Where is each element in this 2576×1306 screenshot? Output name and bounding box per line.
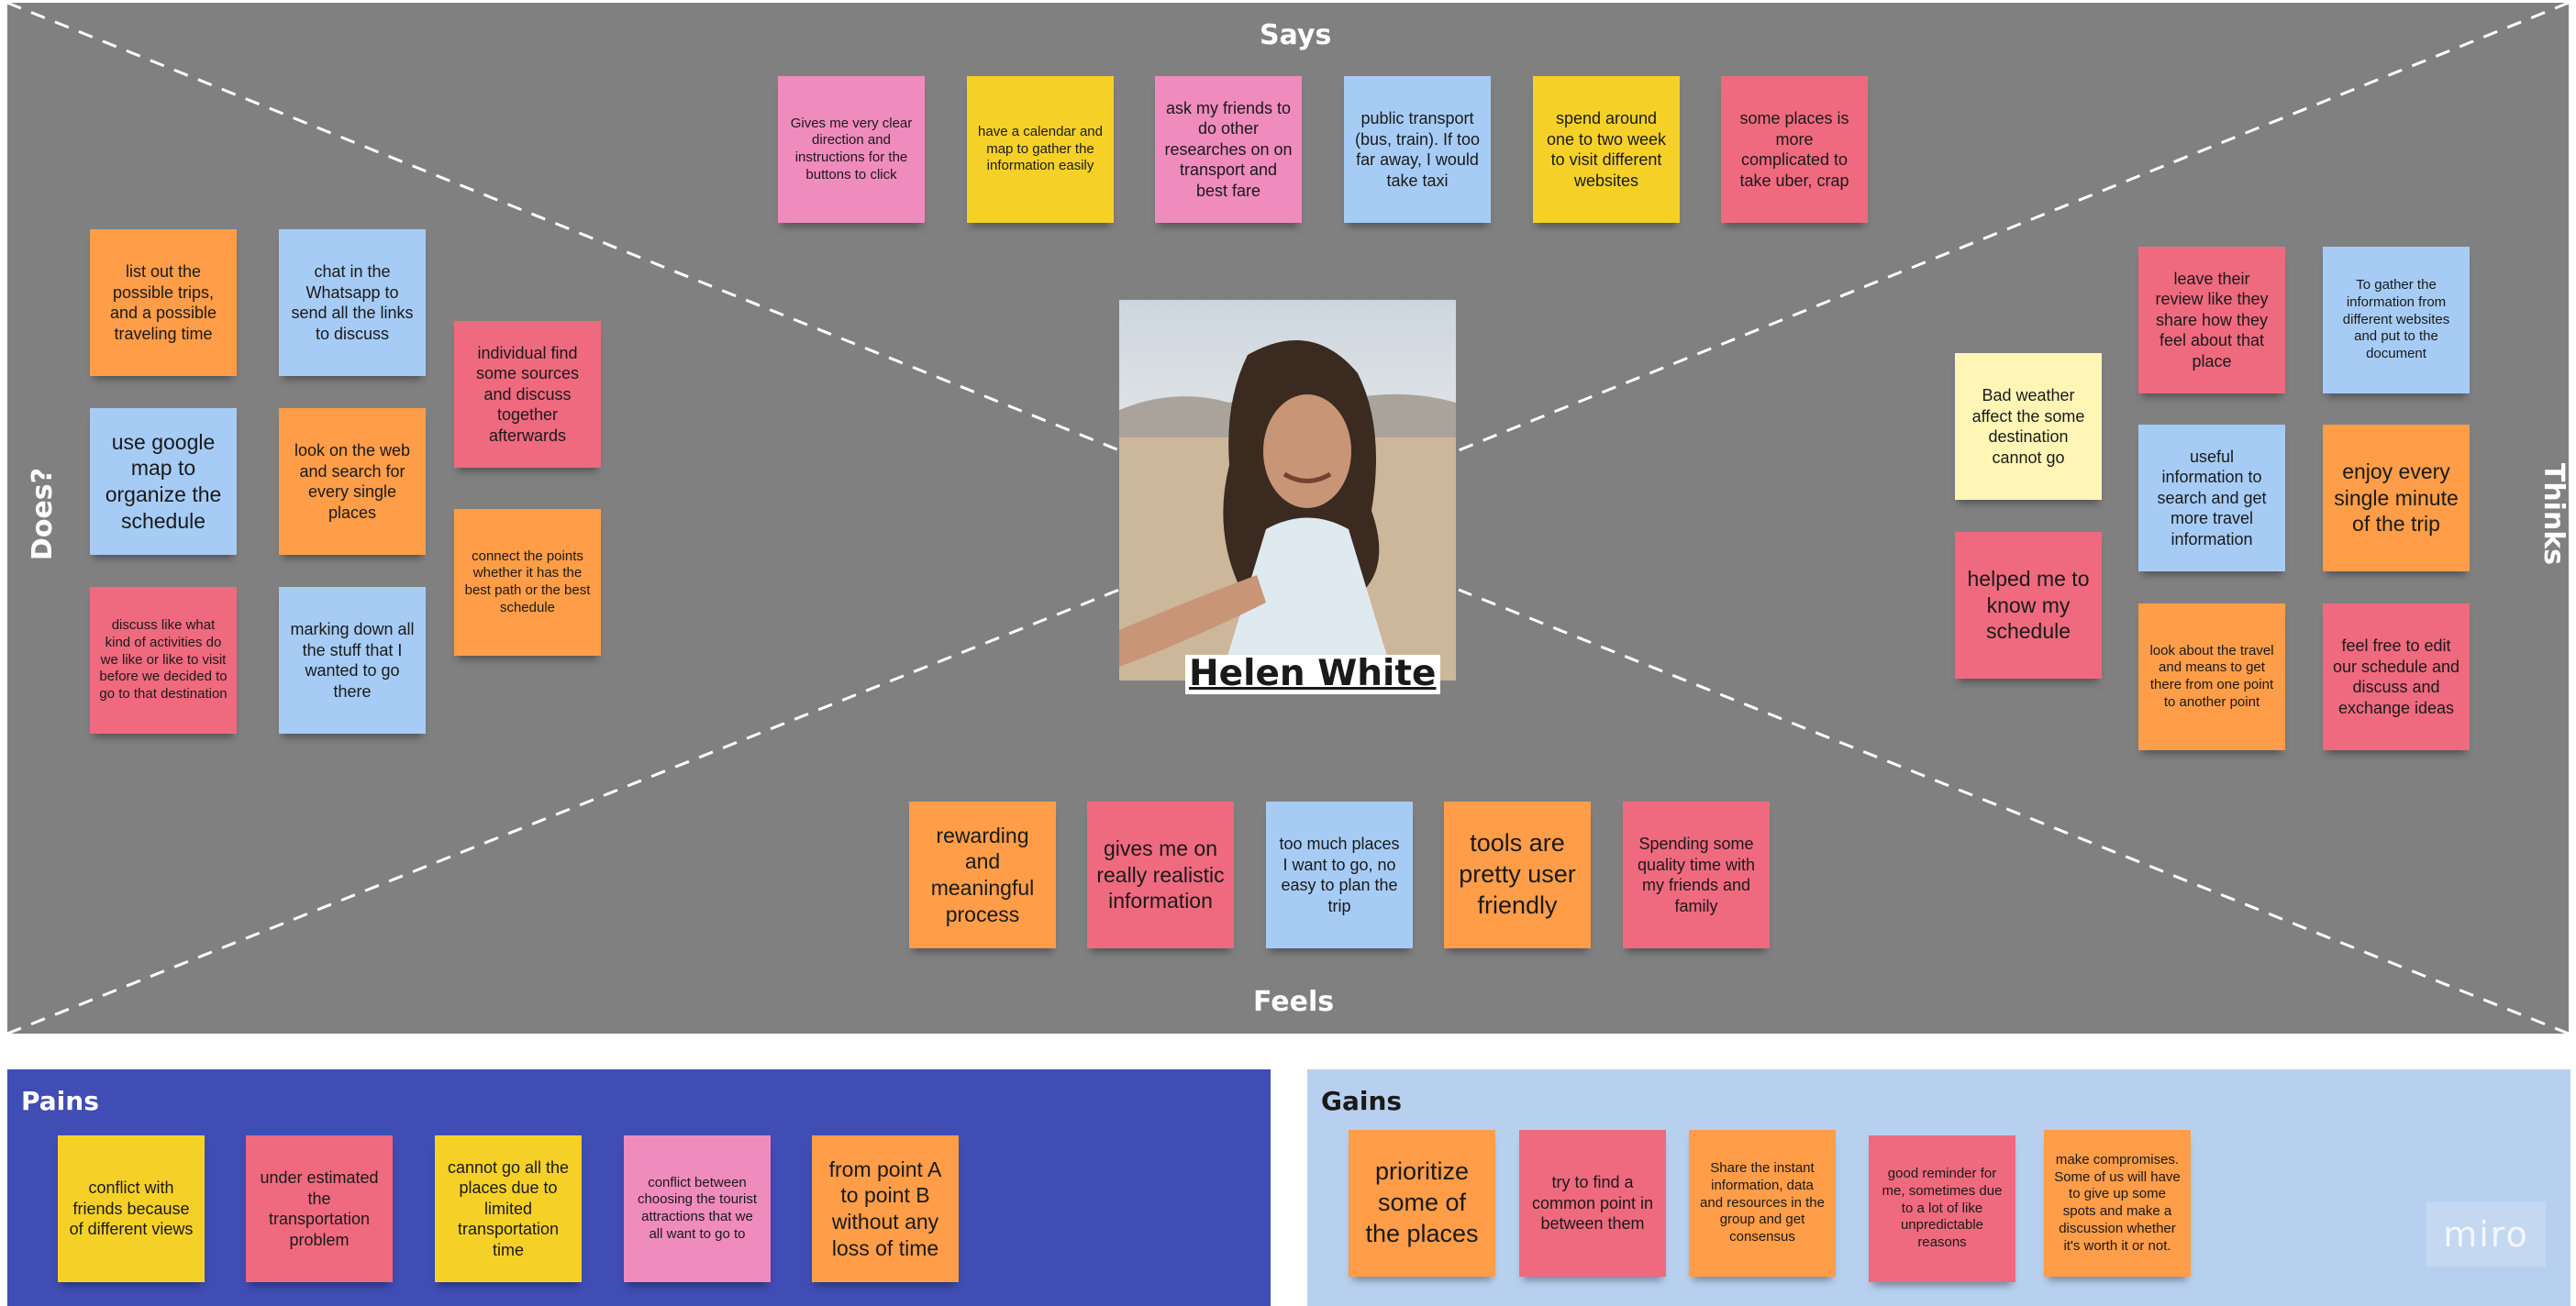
- quadrant-divider-lines: [7, 3, 2569, 1034]
- pains-title: Pains: [21, 1086, 99, 1116]
- gains-note[interactable]: Share the instant information, data and …: [1689, 1130, 1836, 1277]
- gains-note[interactable]: prioritize some of the places: [1349, 1130, 1495, 1277]
- does-note[interactable]: look on the web and search for every sin…: [279, 408, 426, 555]
- feels-note[interactable]: rewarding and meaningful process: [909, 802, 1056, 948]
- feels-note[interactable]: gives me on really realistic information: [1087, 802, 1234, 948]
- empathy-map-board[interactable]: Says Feels Does? Thinks Gives me very cl…: [7, 3, 2569, 1034]
- says-note[interactable]: spend around one to two week to visit di…: [1533, 76, 1680, 223]
- gains-note[interactable]: make compromises. Some of us will have t…: [2044, 1130, 2191, 1277]
- thinks-note[interactable]: feel free to edit our schedule and discu…: [2323, 603, 2470, 750]
- miro-logo: miro: [2426, 1202, 2546, 1267]
- does-note[interactable]: individual find some sources and discuss…: [454, 321, 601, 468]
- says-note[interactable]: have a calendar and map to gather the in…: [967, 76, 1114, 223]
- does-note[interactable]: discuss like what kind of activities do …: [90, 587, 237, 734]
- thinks-note[interactable]: Bad weather affect the some destination …: [1955, 353, 2102, 500]
- pains-note[interactable]: from point A to point B without any loss…: [812, 1135, 959, 1282]
- gains-note[interactable]: good reminder for me, sometimes due to a…: [1869, 1135, 2015, 1282]
- thinks-note[interactable]: To gather the information from different…: [2323, 247, 2470, 393]
- pains-section[interactable]: Pains conflict with friends because of d…: [7, 1069, 1271, 1306]
- does-note[interactable]: list out the possible trips, and a possi…: [90, 229, 237, 376]
- feels-note[interactable]: tools are pretty user friendly: [1444, 802, 1591, 948]
- says-note[interactable]: some places is more complicated to take …: [1721, 76, 1868, 223]
- pains-note[interactable]: cannot go all the places due to limited …: [435, 1135, 582, 1282]
- does-note[interactable]: connect the points whether it has the be…: [454, 509, 601, 656]
- thinks-note[interactable]: helped me to know my schedule: [1955, 532, 2102, 679]
- thinks-note[interactable]: enjoy every single minute of the trip: [2323, 425, 2470, 571]
- quadrant-label-thinks: Thinks: [2537, 462, 2569, 566]
- says-note[interactable]: Gives me very clear direction and instru…: [778, 76, 925, 223]
- thinks-note[interactable]: useful information to search and get mor…: [2138, 425, 2285, 571]
- thinks-note[interactable]: look about the travel and means to get t…: [2138, 603, 2285, 750]
- quadrant-label-feels: Feels: [1253, 986, 1335, 1018]
- pains-note[interactable]: under estimated the transportation probl…: [246, 1135, 393, 1282]
- feels-note[interactable]: too much places I want to go, no easy to…: [1266, 802, 1413, 948]
- does-note[interactable]: use google map to organize the schedule: [90, 408, 237, 555]
- persona-illustration: [1119, 340, 1456, 681]
- feels-note[interactable]: Spending some quality time with my frien…: [1623, 802, 1770, 948]
- gains-section[interactable]: Gains prioritize some of the places try …: [1307, 1069, 2570, 1306]
- persona-name[interactable]: Helen White: [1185, 654, 1440, 694]
- quadrant-label-says: Says: [1260, 19, 1332, 51]
- quadrant-label-does: Does?: [27, 467, 60, 561]
- thinks-note[interactable]: leave their review like they share how t…: [2138, 247, 2285, 393]
- says-note[interactable]: ask my friends to do other researches on…: [1155, 76, 1302, 223]
- pains-note[interactable]: conflict between choosing the tourist at…: [624, 1135, 771, 1282]
- pains-note[interactable]: conflict with friends because of differe…: [58, 1135, 205, 1282]
- does-note[interactable]: chat in the Whatsapp to send all the lin…: [279, 229, 426, 376]
- says-note[interactable]: public transport (bus, train). If too fa…: [1344, 76, 1491, 223]
- gains-note[interactable]: try to find a common point in between th…: [1519, 1130, 1666, 1277]
- gains-title: Gains: [1321, 1086, 1403, 1116]
- persona-photo[interactable]: [1119, 300, 1456, 681]
- does-note[interactable]: marking down all the stuff that I wanted…: [279, 587, 426, 734]
